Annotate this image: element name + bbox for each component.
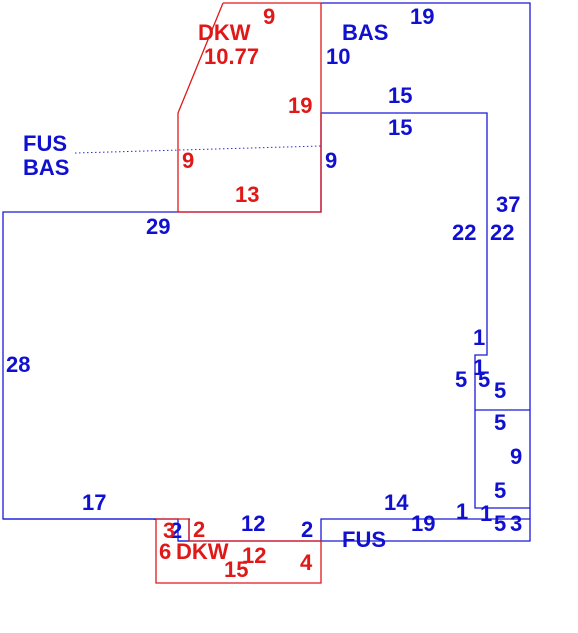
dimension-label: 3 <box>163 518 175 543</box>
dimension-label: 5 <box>494 511 506 536</box>
dimension-label: 15 <box>388 115 412 140</box>
dimension-label: 13 <box>235 182 259 207</box>
dimension-label: 28 <box>6 352 30 377</box>
dimension-label: 4 <box>300 550 313 575</box>
dimension-label: 10 <box>326 44 350 69</box>
area-label-fus-bottom: FUS <box>342 527 386 552</box>
dimension-label: 19 <box>411 511 435 536</box>
dimension-label: 9 <box>325 148 337 173</box>
dimension-label: 19 <box>288 93 312 118</box>
dimension-label: 22 <box>452 220 476 245</box>
deck-top-outline <box>177 2 322 213</box>
lower-strip-outline <box>3 518 190 542</box>
dimension-label: 9 <box>263 4 275 29</box>
dimension-label: 17 <box>82 490 106 515</box>
main-floor-outline <box>2 2 531 520</box>
dimension-label: 1 <box>456 499 468 524</box>
dimension-label: 2 <box>193 517 205 542</box>
dimension-label: 5 <box>478 367 490 392</box>
dimension-label: 5 <box>494 378 506 403</box>
dimension-label: 5 <box>455 367 467 392</box>
area-label-dkw-top: DKW <box>198 20 251 45</box>
dimension-label: 3 <box>510 511 522 536</box>
dimension-label: 1 <box>473 325 485 350</box>
dimension-label: 12 <box>241 511 265 536</box>
leader-line <box>74 145 322 154</box>
dimension-label: 9 <box>182 148 194 173</box>
area-label-bas-left: BAS <box>23 155 69 180</box>
dimension-label: 15 <box>224 557 248 582</box>
dimension-label: 22 <box>490 220 514 245</box>
dimension-label: 6 <box>159 539 171 564</box>
dimension-label: 2 <box>170 518 182 543</box>
dimension-label: 15 <box>388 83 412 108</box>
dimension-label: 5 <box>494 478 506 503</box>
dimension-label: 9 <box>510 444 522 469</box>
dimension-label: 1 <box>473 355 485 380</box>
dimension-label: 29 <box>146 214 170 239</box>
area-label-bas-top: BAS <box>342 20 388 45</box>
dimension-label: 1 <box>480 501 492 526</box>
deck-bottom-outline <box>155 518 322 584</box>
area-size-dkw-top: 10.77 <box>204 44 259 69</box>
dimension-label: 37 <box>496 192 520 217</box>
dimension-label: 14 <box>384 490 409 515</box>
area-label-dkw-bottom: DKW <box>176 539 229 564</box>
area-size-dkw-bottom: 12 <box>242 543 266 568</box>
dimension-label: 19 <box>410 4 434 29</box>
area-label-fus-left: FUS <box>23 131 67 156</box>
dimension-label: 5 <box>494 410 506 435</box>
dimension-label: 2 <box>301 517 313 542</box>
